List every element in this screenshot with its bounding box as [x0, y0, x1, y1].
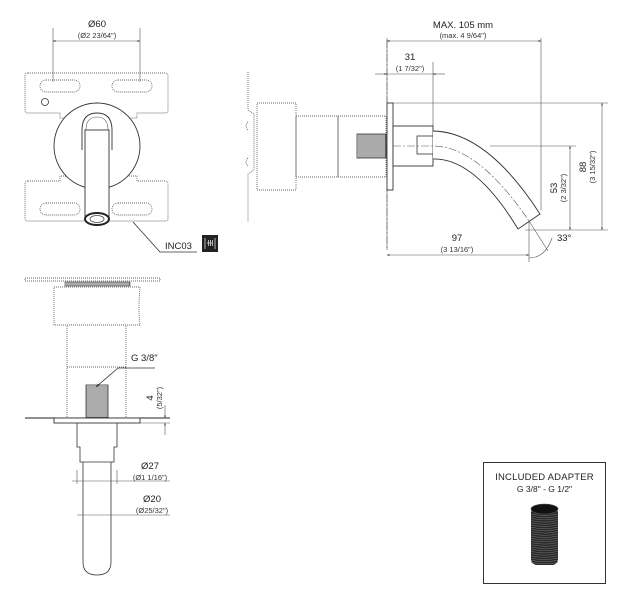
spout-top-inner: [85, 116, 109, 131]
angle-arc: [528, 237, 553, 259]
adapter-thread-line: [530, 515, 559, 518]
adapter-thread-line: [530, 559, 559, 562]
bracket-insert: [64, 281, 131, 287]
side-view: MAX. 105 mm (max. 4 9/64") 31 (1 7/32") …: [245, 20, 608, 262]
curved-spout: [432, 130, 541, 230]
adapter-thread-line: [530, 526, 559, 529]
dim-max-length-mm: MAX. 105 mm: [433, 20, 493, 31]
adapter-thread-line: [530, 522, 559, 525]
dim-plate-mm: 4: [145, 395, 156, 400]
adapter-thread-line: [530, 557, 559, 560]
valve-body: [256, 102, 297, 191]
adapter-title: INCLUDED ADAPTER: [495, 472, 594, 483]
bracket-tabs: [245, 121, 249, 167]
finish-swatch-icon: [202, 235, 218, 252]
adapter-thread-line: [530, 533, 559, 536]
dim-offset-mm: 31: [405, 52, 416, 63]
adapter-thread-line: [530, 562, 559, 565]
bracket-slot: [111, 79, 153, 93]
adapter-thread-line: [530, 518, 559, 521]
dim-height-total-inch: (3 15/32"): [588, 150, 597, 183]
adapter-thread-line: [530, 537, 559, 540]
dim-max-length-inch: (max. 4 9/64"): [440, 31, 487, 40]
escutcheon-section: [53, 417, 141, 424]
included-adapter-panel: INCLUDED ADAPTER G 3/8" - G 1/2": [483, 462, 606, 584]
spout-section: [82, 462, 112, 576]
dim-outer-mm: Ø27: [141, 461, 159, 472]
threaded-nipple-section: [85, 384, 109, 419]
dim-spout-mm: Ø20: [143, 494, 161, 505]
dim-spout-inch: (Ø25/32"): [136, 506, 169, 515]
bracket-hole: [41, 98, 49, 106]
finish-code: INC03: [165, 241, 192, 252]
adapter-thread-line: [530, 553, 559, 556]
adapter-thread-line: [530, 524, 559, 527]
wall-bracket-profile: [247, 72, 255, 222]
spout-outlet-inner: [89, 215, 105, 223]
valve-body-section: [53, 286, 141, 326]
spout-centerline: [393, 145, 530, 222]
collar-nut: [416, 135, 434, 155]
adapter-thread-line: [530, 540, 559, 543]
front-view: Ø60 (Ø2 23/64") INC03: [24, 19, 218, 253]
escutcheon-side: [386, 102, 394, 191]
thread-spec: G 3/8": [131, 353, 158, 364]
dim-plate-inch: (5/32"): [155, 386, 164, 409]
dim-height-total-mm: 88: [578, 162, 589, 173]
dim-projection-mm: 97: [452, 233, 463, 244]
adapter-thread-line: [530, 544, 559, 547]
dim-height-outlet-mm: 53: [549, 183, 560, 194]
dim-diameter-inch: (Ø2 23/64"): [78, 31, 117, 40]
adapter-thread-line: [530, 555, 559, 558]
dim-projection-inch: (3 13/16"): [441, 245, 474, 254]
mounting-bracket-bottom: [24, 175, 169, 222]
adapter-thread-line: [530, 548, 559, 551]
adapter-thread-line: [530, 535, 559, 538]
bracket-slot: [111, 202, 153, 216]
dim-angle: 33°: [557, 233, 572, 244]
adapter-spec: G 3/8" - G 1/2": [516, 484, 573, 494]
dim-offset-inch: (1 7/32"): [396, 64, 425, 73]
adapter-thread-line: [530, 513, 559, 516]
mounting-bracket-top: [24, 72, 169, 119]
valve-sleeve: [295, 115, 339, 178]
adapter-thread-line: [530, 531, 559, 534]
adapter-thread-line: [530, 546, 559, 549]
adapter-thread-line: [530, 542, 559, 545]
section-view: G 3/8" 4 (5/32") Ø27 (Ø1 1/16") Ø20 (Ø25…: [24, 277, 170, 576]
spout-collar-section: [76, 423, 118, 463]
spout-body: [84, 129, 110, 218]
adapter-thread-line: [530, 520, 559, 523]
dim-height-outlet-inch: (2 3/32"): [559, 173, 568, 202]
angle-line: [528, 220, 549, 252]
dim-outer-inch: (Ø1 1/16"): [133, 473, 168, 482]
threaded-nipple: [356, 133, 387, 159]
finish-leader-line: [132, 221, 197, 253]
adapter-thread-line: [530, 529, 559, 532]
dim-diameter-mm: Ø60: [88, 19, 106, 30]
bracket-slot: [39, 79, 81, 93]
threaded-adapter-icon: [530, 503, 559, 565]
thread-leader-line: [95, 367, 155, 388]
bracket-slot: [39, 202, 81, 216]
wall-bracket-top: [24, 277, 161, 282]
adapter-thread-line: [530, 551, 559, 554]
